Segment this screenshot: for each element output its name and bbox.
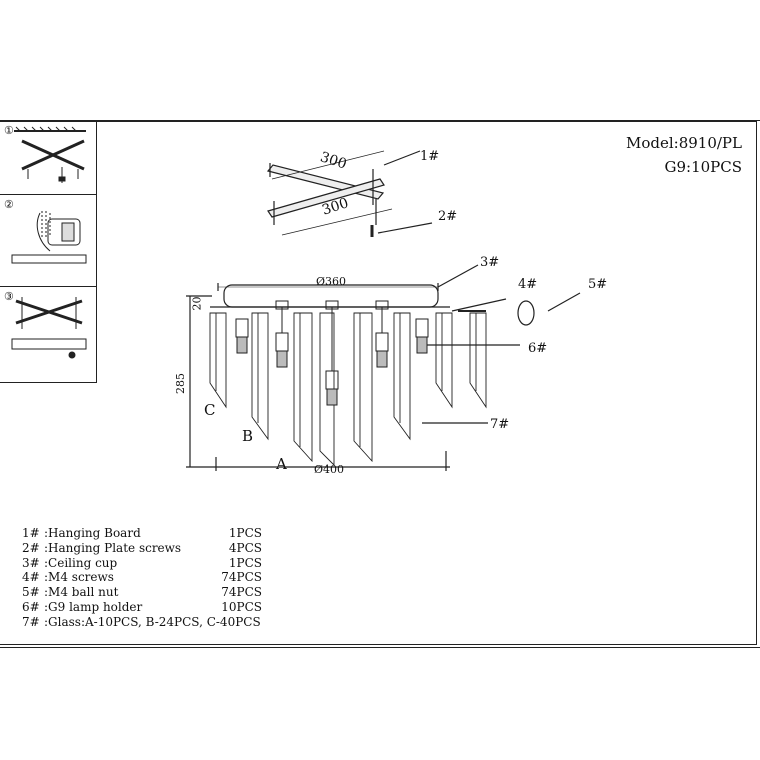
tag-hanging-plate-screws: 2# <box>438 209 458 224</box>
ceiling-cup-front-view <box>186 264 581 471</box>
part-code: 2# <box>22 540 40 555</box>
part-code: 7# <box>22 614 40 629</box>
hanging-board-top-view <box>266 150 433 237</box>
cup-height-dimension: 20 <box>190 296 204 311</box>
part-name: :Ceiling cup <box>44 555 118 570</box>
part-name: :M4 ball nut <box>44 585 119 600</box>
glass-letter-b: B <box>242 427 254 445</box>
glass-letter-a: A <box>276 455 287 473</box>
step-1-number: ① <box>4 124 14 137</box>
part-code: 1# <box>22 526 40 540</box>
part-name: :Hanging Plate screws <box>44 540 182 555</box>
part-quantity: 4PCS <box>228 540 262 555</box>
parts-list-row: 2# :Hanging Plate screws 4PCS <box>22 541 262 556</box>
step-2-illustration <box>11 211 87 264</box>
part-name: :G9 lamp holder <box>44 599 143 614</box>
glass-prisms <box>209 312 487 467</box>
parts-list-row: 4# :M4 screws 74PCS <box>22 570 262 585</box>
tag-lamp-holder: 6# <box>528 341 548 356</box>
step-3-illustration <box>11 297 87 359</box>
glass-letter-c: C <box>204 401 216 419</box>
part-quantity: 1PCS <box>228 526 262 540</box>
parts-list-row: 6# :G9 lamp holder 10PCS <box>22 600 262 615</box>
step-3-cell: ③ <box>0 287 96 383</box>
part-code: 3# <box>22 555 40 570</box>
tag-hanging-board: 1# <box>420 149 440 164</box>
step-1-cell: ① <box>0 121 96 195</box>
step-2-cell: ② <box>0 195 96 287</box>
total-height-dimension: 285 <box>174 373 187 394</box>
parts-list-row: 1# :Hanging Board 1PCS <box>22 526 262 541</box>
part-name: :Glass:A-10PCS, B-24PCS, C-40PCS <box>44 614 261 629</box>
parts-list-row: 7# :Glass:A-10PCS, B-24PCS, C-40PCS <box>22 615 262 630</box>
step-3-number: ③ <box>4 290 14 303</box>
cup-diameter-dimension: Ø360 <box>316 275 347 288</box>
part-name: :Hanging Board <box>44 526 141 540</box>
part-quantity: 10PCS <box>221 599 262 614</box>
step-1-illustration <box>14 126 86 183</box>
part-name: :M4 screws <box>44 570 114 585</box>
drawing-frame <box>0 121 757 645</box>
parts-list-row: 3# :Ceiling cup 1PCS <box>22 556 262 571</box>
part-code: 6# <box>22 599 40 614</box>
installation-steps-panel: ① ② ③ <box>0 121 97 383</box>
part-quantity: 74PCS <box>221 570 262 585</box>
tag-glass: 7# <box>490 417 510 432</box>
part-quantity: 1PCS <box>228 555 262 570</box>
model-info: Model:8910/PL G9:10PCS <box>626 131 742 179</box>
lamp-holders <box>235 300 429 406</box>
tag-m4-screw: 4# <box>518 277 538 292</box>
bulb-label: G9:10PCS <box>664 158 742 176</box>
part-code: 5# <box>22 585 40 600</box>
width-dimension: Ø400 <box>314 463 345 476</box>
step-2-number: ② <box>4 198 14 211</box>
drawing-sheet: ① ② ③ Model:8910/PL G9:10PCS <box>0 120 760 648</box>
parts-list: 1# :Hanging Board 1PCS 2# :Hanging Plate sc… <box>22 526 262 630</box>
part-quantity: 74PCS <box>221 585 262 600</box>
tag-m4-ball-nut: 5# <box>588 277 608 292</box>
tag-ceiling-cup: 3# <box>480 255 500 270</box>
part-code: 4# <box>22 570 40 585</box>
model-label: Model:8910/PL <box>625 134 742 152</box>
parts-list-row: 5# :M4 ball nut 74PCS <box>22 585 262 600</box>
diagram-line-art <box>11 126 581 471</box>
